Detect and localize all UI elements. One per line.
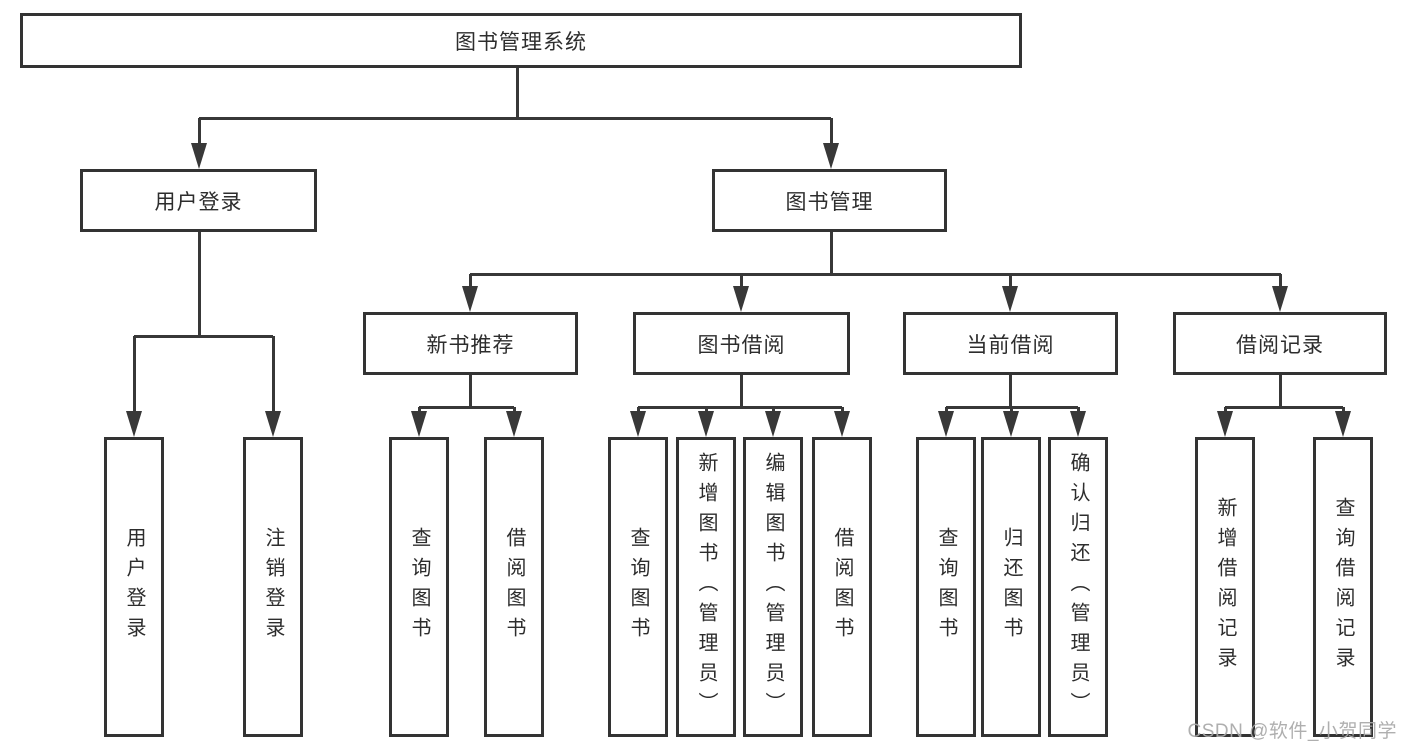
connector — [944, 407, 948, 413]
node-label: 归还图书 — [1000, 527, 1022, 647]
arrowhead-icon — [698, 411, 714, 437]
leaf-logout: 注销登录 — [243, 437, 303, 737]
node-label: 确认归还（管理员） — [1067, 452, 1089, 722]
arrowhead-icon — [765, 411, 781, 437]
connector — [1008, 274, 1012, 288]
node-label: 新书推荐 — [426, 333, 515, 357]
connector — [468, 274, 472, 288]
connector — [132, 336, 136, 412]
node-label: 当前借阅 — [966, 333, 1055, 357]
node-label: 用户登录 — [123, 527, 145, 647]
connector — [419, 405, 514, 409]
connector — [704, 407, 708, 413]
node-label: 用户登录 — [154, 190, 243, 214]
connector — [1223, 407, 1227, 413]
leaf-return-book: 归还图书 — [981, 437, 1041, 737]
node-label: 查询图书 — [408, 527, 430, 647]
arrowhead-icon — [411, 411, 427, 437]
node-label: 借阅图书 — [503, 527, 525, 647]
connector — [739, 274, 743, 288]
connector — [1009, 407, 1013, 413]
leaf-user-login: 用户登录 — [104, 437, 164, 737]
arrowhead-icon — [1335, 411, 1351, 437]
leaf-add-book-admin: 新增图书（管理员） — [676, 437, 736, 737]
connector — [638, 405, 842, 409]
arrowhead-icon — [462, 286, 478, 312]
connector — [417, 407, 421, 413]
leaf-borrow-book-1: 借阅图书 — [484, 437, 544, 737]
node-label: 查询图书 — [627, 527, 649, 647]
node-label: 图书管理 — [785, 190, 874, 214]
node-book-borrow: 图书借阅 — [633, 312, 850, 375]
arrowhead-icon — [938, 411, 954, 437]
connector — [771, 407, 775, 413]
node-borrow-record: 借阅记录 — [1173, 312, 1387, 375]
arrowhead-icon — [630, 411, 646, 437]
node-root: 图书管理系统 — [20, 13, 1022, 68]
connector — [1278, 274, 1282, 288]
node-label: 借阅图书 — [831, 527, 853, 647]
arrowhead-icon — [506, 411, 522, 437]
arrowhead-icon — [823, 143, 839, 169]
arrowhead-icon — [1002, 286, 1018, 312]
connector — [470, 272, 1281, 276]
connector — [197, 118, 201, 144]
node-label: 编辑图书（管理员） — [762, 452, 784, 722]
arrowhead-icon — [1003, 411, 1019, 437]
node-label: 查询图书 — [935, 527, 957, 647]
node-user-login: 用户登录 — [80, 169, 317, 232]
connector — [468, 375, 472, 407]
connector — [1008, 375, 1012, 407]
node-current-borrow: 当前借阅 — [903, 312, 1118, 375]
leaf-query-book-2: 查询图书 — [608, 437, 668, 737]
node-book-management: 图书管理 — [712, 169, 947, 232]
node-label: 图书借阅 — [697, 333, 786, 357]
leaf-add-borrow-record: 新增借阅记录 — [1195, 437, 1255, 737]
csdn-watermark: CSDN @软件_小贺同学 — [1187, 721, 1397, 742]
connector — [840, 407, 844, 413]
node-new-book-recommend: 新书推荐 — [363, 312, 578, 375]
node-label: 新增借阅记录 — [1214, 497, 1236, 677]
connector — [1341, 407, 1345, 413]
connector — [515, 68, 519, 118]
arrowhead-icon — [834, 411, 850, 437]
arrowhead-icon — [265, 411, 281, 437]
connector — [1225, 405, 1343, 409]
connector — [197, 232, 201, 336]
connector — [1076, 407, 1080, 413]
leaf-query-borrow-record: 查询借阅记录 — [1313, 437, 1373, 737]
connector — [739, 375, 743, 407]
leaf-query-book-3: 查询图书 — [916, 437, 976, 737]
node-label: 注销登录 — [262, 527, 284, 647]
leaf-edit-book-admin: 编辑图书（管理员） — [743, 437, 803, 737]
node-label: 查询借阅记录 — [1332, 497, 1354, 677]
node-label: 图书管理系统 — [455, 30, 587, 54]
node-label: 新增图书（管理员） — [695, 452, 717, 722]
leaf-confirm-return-admin: 确认归还（管理员） — [1048, 437, 1108, 737]
arrowhead-icon — [733, 286, 749, 312]
connector — [636, 407, 640, 413]
arrowhead-icon — [191, 143, 207, 169]
arrowhead-icon — [1272, 286, 1288, 312]
connector — [1278, 375, 1282, 407]
connector — [271, 336, 275, 412]
connector — [512, 407, 516, 413]
connector — [134, 334, 273, 338]
node-label: 借阅记录 — [1236, 333, 1324, 357]
arrowhead-icon — [1217, 411, 1233, 437]
connector — [829, 232, 833, 274]
arrowhead-icon — [126, 411, 142, 437]
leaf-borrow-book-2: 借阅图书 — [812, 437, 872, 737]
connector — [199, 116, 831, 120]
connector — [829, 118, 833, 144]
leaf-query-book-1: 查询图书 — [389, 437, 449, 737]
arrowhead-icon — [1070, 411, 1086, 437]
